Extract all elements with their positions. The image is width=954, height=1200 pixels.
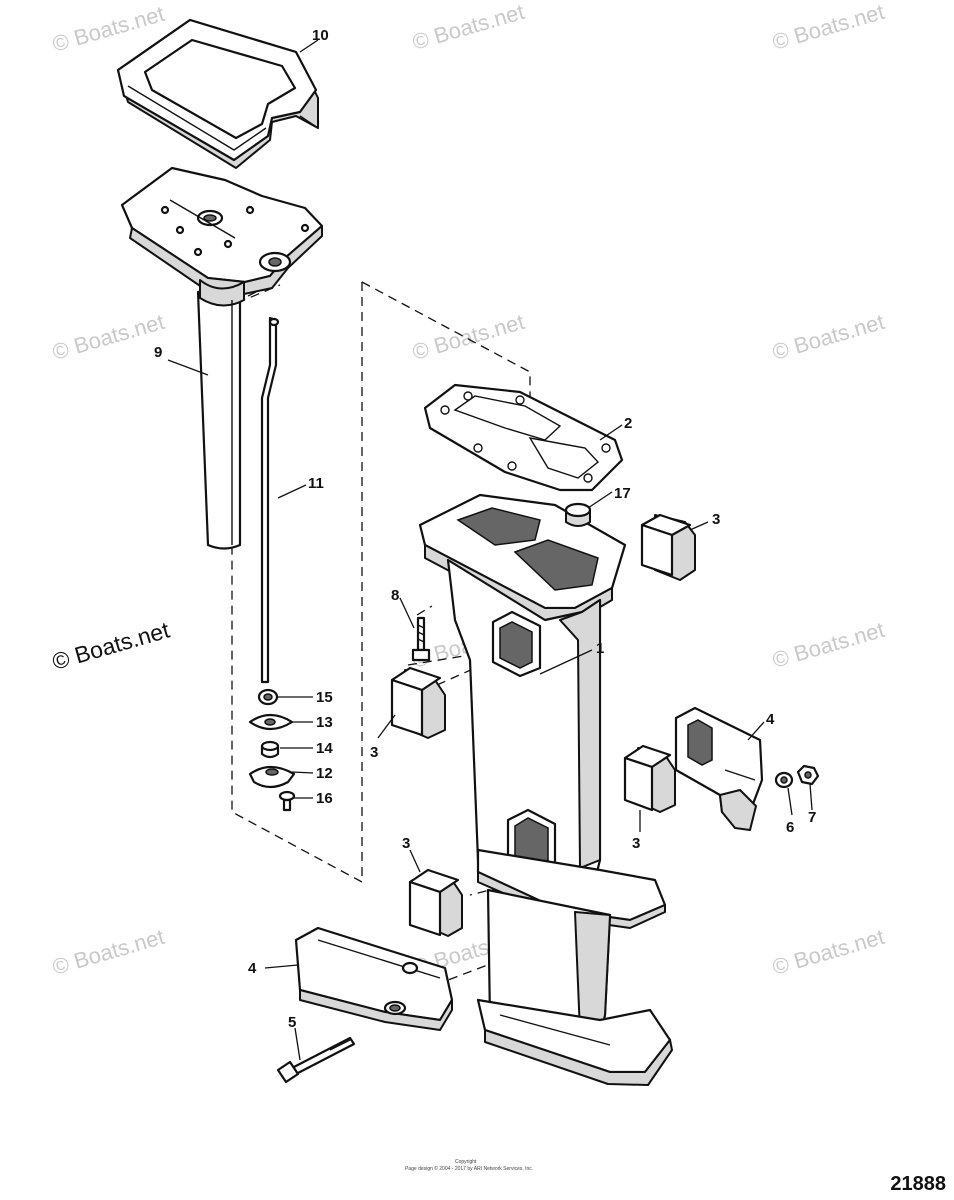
figure-number: 21888	[890, 1173, 946, 1195]
watermark: © Boats.net	[769, 924, 887, 980]
watermark: © Boats.net	[769, 309, 887, 365]
part-11-water-tube	[260, 316, 280, 684]
callout-3: 3	[712, 511, 720, 528]
callout-1: 1	[596, 640, 604, 657]
callout-4: 4	[248, 960, 257, 977]
callout-9: 9	[154, 344, 162, 361]
callout-12: 12	[316, 765, 333, 782]
callout-8: 8	[391, 587, 399, 604]
watermark: © Boats.net	[769, 617, 887, 673]
watermark: © Boats.net	[409, 309, 527, 365]
part-3-mount-lower-left	[408, 868, 463, 937]
part-3-mount-left	[390, 666, 446, 739]
part-9-adaptor-plate-tube	[120, 166, 324, 550]
callout-3: 3	[370, 744, 378, 761]
callout-4: 4	[766, 711, 775, 728]
part-4-bracket-left	[294, 926, 454, 1031]
callout-3: 3	[632, 835, 640, 852]
part-17-plug	[564, 502, 592, 527]
callout-10: 10	[312, 27, 329, 44]
callout-14: 14	[316, 740, 333, 757]
callout-16: 16	[316, 790, 333, 807]
callout-15: 15	[316, 689, 333, 706]
parts-12-16-seal-stack	[248, 688, 296, 812]
callout-13: 13	[316, 714, 333, 731]
copyright-line-2: Page design © 2004 - 2017 by ARI Network…	[405, 1165, 533, 1172]
watermarks: © Boats.net © Boats.net © Boats.net © Bo…	[49, 0, 887, 980]
leader-lines	[167, 39, 813, 1061]
callout-labels: 1 2 3 3 3 3 4 4 5 6 7 8 9 10 11 12 13 14…	[154, 27, 816, 1031]
watermark: © Boats.net	[409, 0, 527, 55]
watermark: © Boats.net	[49, 924, 167, 980]
callout-11: 11	[308, 475, 324, 492]
watermark: © Boats.net	[49, 309, 167, 365]
part-3-mount-lower-right	[623, 744, 676, 813]
part-2-gasket	[423, 383, 624, 492]
callout-5: 5	[288, 1014, 296, 1031]
part-10-seal	[116, 18, 319, 169]
watermark: © Boats.net	[769, 0, 887, 55]
copyright-line-1: Copyright	[455, 1159, 477, 1165]
part-8-screw	[411, 616, 431, 662]
part-6-washer	[774, 771, 794, 789]
part-3-mount-upper-right	[640, 513, 696, 581]
callout-17: 17	[614, 485, 631, 502]
part-7-nut	[796, 764, 820, 786]
part-4-bracket-right	[674, 706, 764, 831]
callout-7: 7	[808, 809, 816, 826]
callout-3: 3	[402, 835, 410, 852]
watermark: © Boats.net	[49, 616, 173, 674]
part-5-bolt	[276, 1036, 356, 1084]
part-1-driveshaft-housing	[418, 493, 673, 1086]
callout-2: 2	[624, 415, 632, 432]
callout-6: 6	[786, 819, 794, 836]
